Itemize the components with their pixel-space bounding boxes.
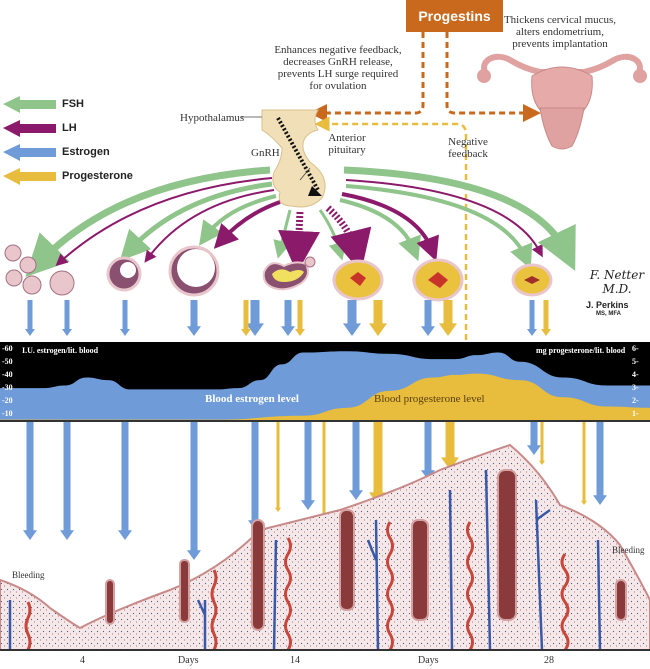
artist-credentials: MS, MFA (596, 311, 621, 317)
cervical-effect-text: Thickens cervical mucus, alters endometr… (500, 14, 620, 50)
progesterone-arrow (241, 300, 251, 336)
progestins-box: Progestins (406, 0, 503, 32)
right-axis-tick: 1- (632, 409, 639, 419)
effect-line: prevents LH surge required (277, 68, 399, 80)
uterus-illustration (477, 53, 647, 150)
label-line: Negative (448, 136, 488, 148)
right-axis-tick: 6- (632, 343, 639, 353)
follicle-output-arrows (25, 300, 551, 336)
estrogen-arrow (120, 300, 130, 336)
estrogen-arrow (60, 422, 74, 540)
legend-lh-label: LH (62, 122, 77, 134)
hormone-arrows (25, 166, 576, 278)
legend-estrogen-label: Estrogen (62, 146, 110, 158)
estrogen-arrow (349, 422, 363, 500)
negative-feedback-label: Negative feedback (446, 136, 490, 160)
estrogen-arrow (187, 422, 201, 560)
estrogen-arrow (301, 422, 315, 510)
estrogen-arrow (62, 300, 72, 336)
days-axis-label: Days (418, 655, 439, 666)
left-axis-tick: -50 (2, 356, 13, 366)
bleeding-label-end: Bleeding (612, 545, 645, 555)
estrogen-arrow (343, 300, 361, 336)
progesterone-arrow (539, 422, 545, 465)
estrogen-arrow (527, 300, 537, 336)
legend-progesterone-arrow (3, 168, 56, 185)
legend-fsh-label: FSH (62, 98, 84, 110)
progesterone-arrow (369, 300, 387, 336)
anterior-pituitary-label: Anterior pituitary (322, 132, 372, 156)
negative-feedback-effect-text: Enhances negative feedback, decreases Gn… (268, 44, 408, 92)
negative-feedback-line (314, 116, 468, 420)
left-axis-tick: -30 (2, 383, 13, 393)
day-tick-14: 14 (290, 655, 300, 666)
hypothalamus-label: Hypothalamus (180, 112, 245, 124)
progesterone-arrow (439, 300, 457, 336)
estrogen-series-label: Blood estrogen level (205, 393, 299, 405)
progesterone-arrow (441, 422, 459, 470)
bleeding-label-start: Bleeding (12, 570, 45, 580)
legend-estrogen-arrow (3, 144, 56, 161)
progesterone-arrow (295, 300, 305, 336)
progestins-feedback-lines (309, 32, 541, 122)
right-axis-tick: 5- (632, 356, 639, 366)
effect-line: decreases GnRH release, (283, 56, 393, 68)
estrogen-arrow (527, 422, 541, 455)
left-axis-tick: -20 (2, 396, 13, 406)
left-axis-tick: -60 (2, 343, 13, 353)
progesterone-arrow (321, 422, 327, 520)
estrogen-arrow (246, 300, 264, 336)
right-axis-tick: 2- (632, 396, 639, 406)
progesterone-series-label: Blood progesterone level (374, 393, 485, 405)
right-axis-tick: 3- (632, 383, 639, 393)
estrogen-arrow (421, 300, 435, 336)
effect-line: prevents implantation (512, 38, 608, 50)
label-line: Anterior (328, 132, 366, 144)
label-line: feedback (448, 148, 488, 160)
artist-name: J. Perkins (586, 300, 629, 310)
days-axis-label: Days (178, 655, 199, 666)
right-axis-label: mg progesterone/lit. blood (536, 346, 626, 355)
progesterone-arrow (369, 422, 387, 505)
left-axis-label: I.U. estrogen/lit. blood (22, 346, 99, 355)
progestins-label: Progestins (418, 8, 491, 24)
progesterone-arrow (541, 300, 551, 336)
estrogen-arrow (23, 422, 37, 540)
estrogen-arrow (593, 422, 607, 505)
left-axis-tick: -10 (2, 409, 13, 419)
legend-lh-arrow (3, 120, 56, 137)
legend-progesterone-label: Progesterone (62, 170, 133, 182)
estrogen-arrow (118, 422, 132, 540)
right-axis-tick: 4- (632, 369, 639, 379)
gnrh-label: GnRH (251, 147, 280, 159)
left-axis-tick: -40 (2, 369, 13, 379)
estrogen-arrow (248, 422, 262, 530)
netter-signature: F. Netter M.D. (589, 268, 645, 296)
day-tick-4: 4 (80, 655, 85, 666)
estrogen-arrow (187, 300, 201, 336)
follicles (4, 244, 553, 302)
hypothalamus-pituitary (241, 109, 326, 208)
effect-line: Enhances negative feedback, (274, 44, 402, 56)
day-tick-28: 28 (544, 655, 554, 666)
estrogen-arrow (281, 300, 295, 336)
effect-line: alters endometrium, (516, 26, 604, 38)
progesterone-arrow (275, 422, 281, 512)
uterine-effect-arrows (23, 422, 607, 560)
effect-line: Thickens cervical mucus, (503, 14, 617, 26)
progesterone-area (0, 373, 650, 421)
legend-fsh-arrow (3, 96, 56, 113)
estrogen-arrow (421, 422, 435, 480)
endometrium-cross-section (0, 443, 650, 651)
estrogen-arrow (25, 300, 35, 336)
label-line: pituitary (328, 144, 366, 156)
progesterone-arrow (581, 422, 587, 505)
effect-line: for ovulation (309, 80, 367, 92)
hormone-chart (0, 351, 650, 422)
